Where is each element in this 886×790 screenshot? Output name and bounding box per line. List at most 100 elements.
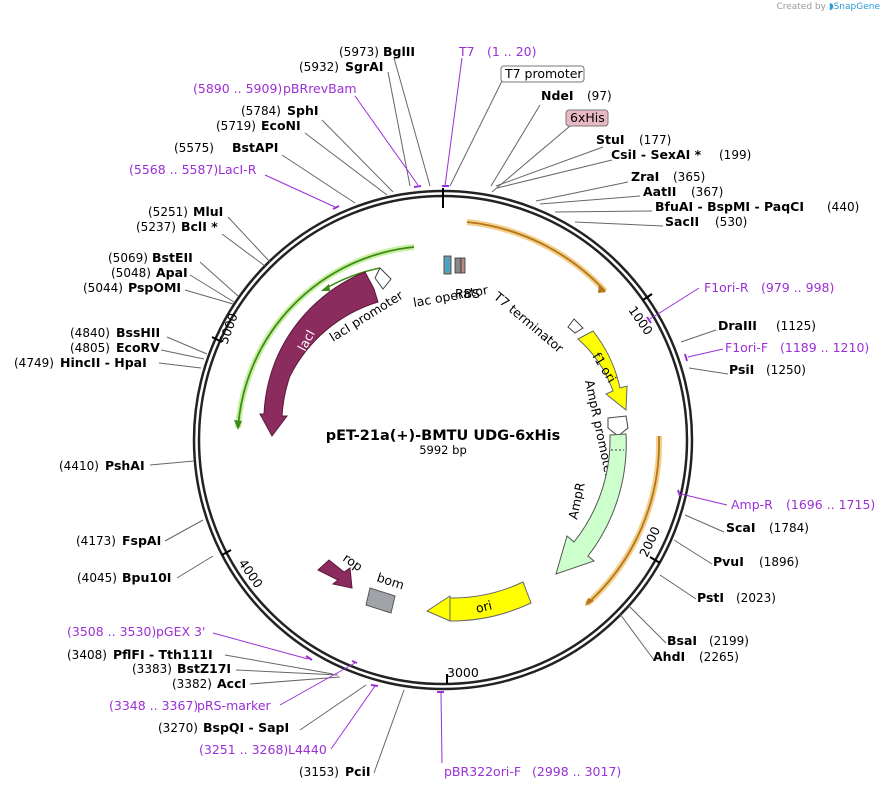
bom-feature — [365, 587, 396, 614]
primer-range-pbr322: (2998 .. 3017) — [532, 764, 621, 779]
primer-mark-l4440 — [370, 684, 379, 687]
leader-l4440 — [330, 685, 376, 750]
site-name-zrai: ZraI — [631, 169, 659, 184]
primer-mark-pgex — [305, 655, 313, 661]
site-name-stui: StuI — [596, 132, 625, 147]
leader-bsai — [628, 605, 667, 644]
site-name-csii-sexai: CsiI - SexAI * — [611, 147, 702, 162]
leader-mlui — [227, 216, 271, 263]
orf-arc-right-head — [585, 598, 594, 606]
site-num-apai: (5048) — [111, 266, 151, 280]
site-name-bsai: BsaI — [667, 633, 697, 648]
leader-prs — [279, 662, 356, 706]
his-block — [460, 257, 466, 274]
leader-sphi — [321, 119, 394, 193]
primer-name-f1ori-r: F1ori-R — [704, 280, 749, 295]
primer-range-l4440: (3251 .. 3268) — [199, 742, 288, 757]
leader-laci-r — [264, 174, 336, 208]
primer-mark-prs — [351, 660, 358, 664]
primer-name-laci-r: LacI-R — [218, 162, 257, 177]
ampr-feature — [555, 433, 627, 575]
leader-bcli — [221, 233, 266, 267]
primer-range-f1ori-f: (1189 .. 1210) — [780, 340, 869, 355]
site-name-psii: PsiI — [729, 362, 754, 377]
primer-range-prs: (3348 .. 3367) — [109, 698, 198, 713]
site-num-pflfi: (3408) — [67, 648, 107, 662]
site-name-draiii: DraIII — [718, 318, 757, 333]
primer-range-amp-r: (1696 .. 1715) — [786, 497, 875, 512]
site-name-bstapi: BstAPI — [232, 140, 278, 155]
leader-bsshii — [166, 336, 208, 355]
site-num-bglii: (5973) — [339, 45, 379, 59]
site-name-ecorv: EcoRV — [116, 340, 160, 355]
t7-block — [446, 258, 449, 272]
site-num-zrai: (365) — [673, 170, 705, 184]
site-num-sgrai: (5932) — [299, 60, 339, 74]
site-name-pshai: PshAI — [105, 458, 145, 473]
snapgene-logo-icon: ◗ — [828, 2, 834, 12]
site-num-scai: (1784) — [769, 521, 809, 535]
leader-scai — [684, 514, 725, 533]
ori-label: ori — [474, 597, 493, 615]
site-name-sacii: SacII — [665, 214, 699, 229]
primer-name-l4440: L4440 — [288, 742, 327, 757]
t7-terminator-label: T7 terminator — [490, 288, 567, 356]
credit-brand: SnapGene — [833, 2, 880, 12]
site-num-acci: (3382) — [172, 677, 212, 691]
site-name-apai: ApaI — [156, 265, 188, 280]
t7-promoter-box — [500, 65, 585, 83]
leader-csii — [496, 159, 613, 189]
site-name-bglii: BglII — [383, 44, 415, 59]
leader-pspomi — [184, 289, 234, 305]
ampr-label: AmpR — [565, 481, 588, 521]
site-name-mlui: MluI — [193, 204, 223, 219]
site-name-sphi: SphI — [287, 103, 319, 118]
laci-feature — [259, 271, 379, 437]
site-name-sgrai: SgrAI — [345, 59, 383, 74]
tick-4000 — [221, 549, 232, 556]
site-num-bspqi: (3270) — [158, 721, 198, 735]
primer-leaders — [212, 57, 728, 764]
snapgene-credit: Created by ◗SnapGene — [776, 2, 880, 12]
leader-pvui — [673, 539, 713, 565]
site-num-bsshii: (4840) — [70, 326, 110, 340]
site-num-pshai: (4410) — [59, 459, 99, 473]
site-num-ndei: (97) — [587, 89, 612, 103]
site-labels-right: NdeI (97) StuI (177) CsiI - SexAI * (199… — [541, 88, 859, 664]
tick-label-3000: 3000 — [447, 665, 479, 680]
leader-pcii — [373, 689, 405, 774]
orf-arc-left-head — [234, 420, 242, 430]
leader-sgrai — [387, 71, 411, 187]
t7-promoter-label: T7 promoter — [504, 66, 583, 81]
primer-range-f1ori-r: (979 .. 998) — [761, 280, 834, 295]
rbs-label: RBS — [455, 286, 480, 301]
leader-acci — [249, 676, 341, 685]
leader-bfuai — [554, 210, 653, 213]
site-num-bstz17i: (3383) — [132, 662, 172, 676]
leader-f1ori-f — [687, 348, 724, 358]
site-num-psii: (1250) — [766, 363, 806, 377]
leader-econi — [304, 132, 388, 196]
leader-apai — [189, 274, 235, 303]
tick-5000 — [211, 336, 223, 343]
ampr-promoter-arrow — [607, 415, 629, 437]
site-name-ndei: NdeI — [541, 88, 574, 103]
site-name-psti: PstI — [697, 590, 724, 605]
site-name-bstz17i: BstZ17I — [177, 661, 231, 676]
primer-mark-laci-r — [332, 205, 340, 210]
site-name-bpu10i: Bpu10I — [122, 570, 171, 585]
site-name-ahdi: AhdI — [653, 649, 685, 664]
t7-terminator-arrow — [567, 318, 584, 334]
leader-6xhis — [491, 125, 571, 193]
primer-range-t7: (1 .. 20) — [487, 44, 537, 59]
site-name-pspomi: PspOMI — [128, 280, 181, 295]
site-name-scai: ScaI — [726, 520, 756, 535]
site-name-pvui: PvuI — [713, 554, 744, 569]
lac-operator-label: lac operator — [412, 282, 490, 310]
orf-arc-inner-head — [321, 284, 330, 291]
site-num-bfuai: (440) — [827, 200, 859, 214]
leader-bpu10i — [176, 555, 214, 579]
primer-range-pbrrevbam: (5890 .. 5909) — [193, 81, 282, 96]
leader-pshai — [149, 460, 195, 466]
